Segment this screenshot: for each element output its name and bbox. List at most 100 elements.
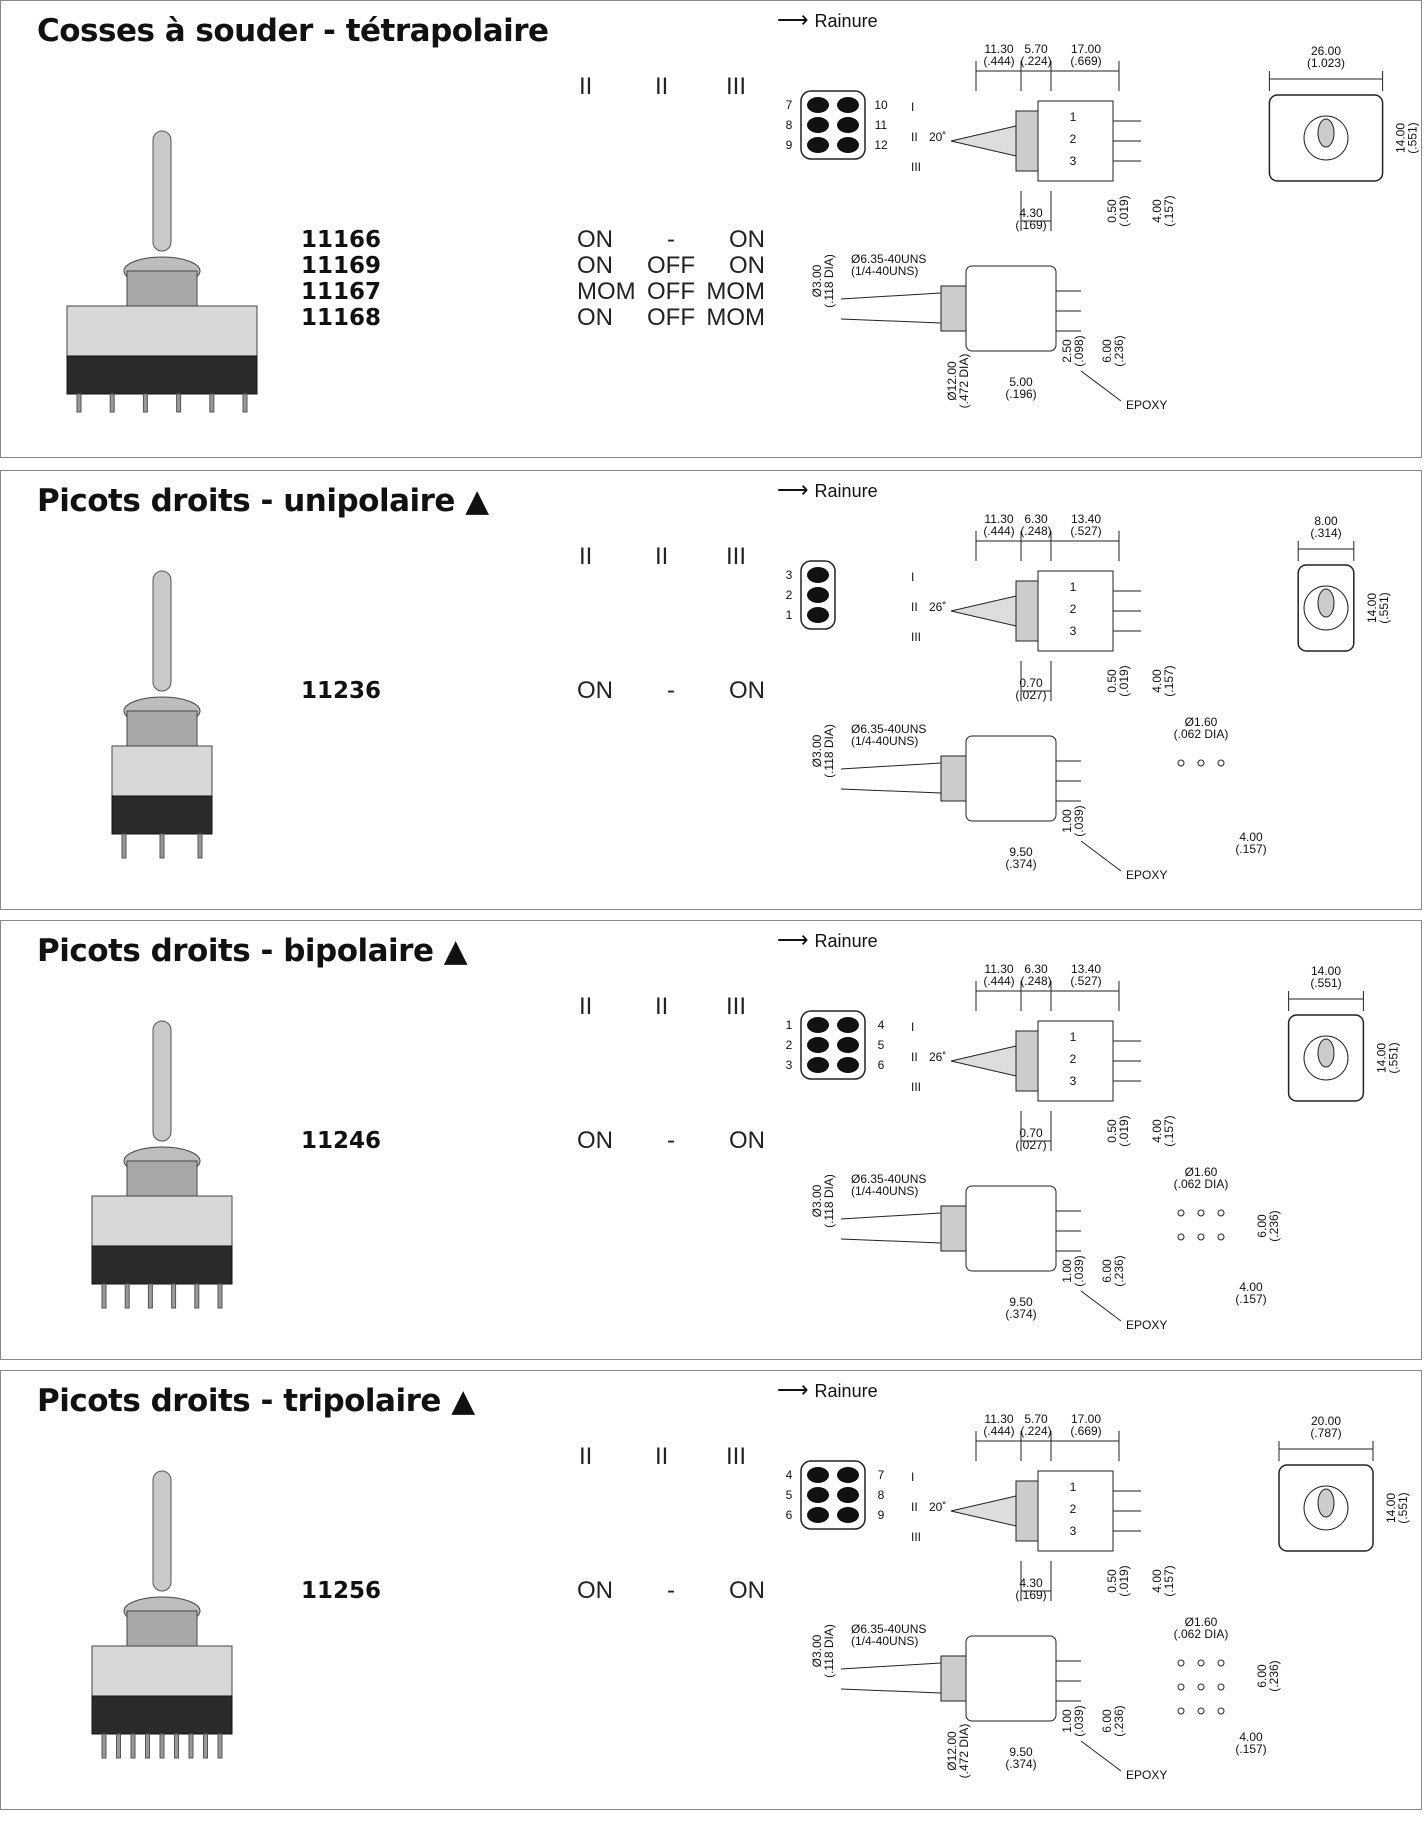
nut-outline — [1015, 1030, 1039, 1092]
dim-pitch-mm: 4.00 — [1239, 1730, 1263, 1744]
dim-line — [840, 1238, 942, 1244]
dim-hole-mm: Ø1.60 — [1185, 1615, 1218, 1629]
dim-p2-inch: (.157) — [1162, 1565, 1176, 1596]
front-bushing — [1303, 1485, 1349, 1531]
dim-d1-inch: (.027) — [1015, 688, 1046, 702]
epoxy-label: EPOXY — [1126, 1318, 1167, 1332]
dim-hole-group: Ø1.60(.062 DIA) — [1174, 715, 1229, 741]
dim-d1-group: 0.70(.027) — [1015, 1126, 1046, 1152]
dim-p2-group: 4.00(.157) — [1150, 1115, 1176, 1146]
dim-d1-group: 4.30(.169) — [1015, 206, 1046, 232]
position-label: II — [911, 1050, 918, 1064]
position-header-2: II — [655, 1443, 669, 1470]
thread-inch: (1/4-40UNS) — [851, 1184, 918, 1198]
pin-block — [800, 90, 866, 160]
dim-s3-group: 9.50(.374) — [1005, 845, 1036, 871]
dim-a-inch: (.444) — [983, 524, 1014, 538]
dim-p2-mm: 4.00 — [1150, 199, 1164, 223]
pole-number: 1 — [1070, 1030, 1077, 1044]
dim-s1-group: 2.50(.098) — [1060, 335, 1086, 366]
pin-number: 1 — [786, 608, 793, 622]
position-label: II — [911, 1500, 918, 1514]
pin — [101, 1283, 107, 1309]
position-label: I — [911, 1020, 914, 1034]
dim-s3-inch: (.196) — [1005, 387, 1036, 401]
pin — [101, 1733, 107, 1759]
pin — [109, 393, 115, 413]
dim-w-mm: 14.00 — [1311, 964, 1341, 978]
dim-p2-inch: (.157) — [1162, 195, 1176, 226]
dim-s2-mm: 6.00 — [1100, 339, 1114, 363]
dim-a-inch: (.444) — [983, 1424, 1014, 1438]
angle-label: 20˚ — [929, 130, 946, 144]
bushing — [126, 1160, 198, 1202]
position-header-2: II — [655, 543, 669, 570]
bottom-view: Ø3.00(.118 DIA)Ø6.35-40UNS(1/4-40UNS)1.0… — [810, 1172, 1167, 1332]
dim-a-group: 11.30(.444) — [983, 1412, 1014, 1438]
dim-dia-inch: (.118 DIA) — [822, 1174, 836, 1228]
function-value: - — [667, 1127, 675, 1154]
dim-d1-inch: (.169) — [1015, 1588, 1046, 1602]
dim-body-inch: (.472 DIA) — [957, 1724, 971, 1779]
pin — [197, 833, 203, 859]
pin — [121, 833, 127, 859]
position-label: III — [911, 1530, 921, 1544]
dim-p2-inch: (.157) — [1162, 665, 1176, 696]
bushing — [126, 1610, 198, 1652]
dim-h-group: 14.00(.551) — [1384, 1492, 1410, 1523]
pin-contact — [807, 1057, 829, 1073]
lever-outline — [950, 1495, 1017, 1527]
bottom-view: Ø3.00(.118 DIA)Ø6.35-40UNS(1/4-40UNS)1.0… — [810, 722, 1167, 882]
dim-pitch-mm: 4.00 — [1239, 1280, 1263, 1294]
position-label: II — [911, 600, 918, 614]
lever — [152, 570, 172, 692]
part-number: 11256 — [301, 1578, 382, 1604]
pin — [159, 1733, 165, 1759]
toggle-switch-photo — [111, 570, 213, 859]
dim-hole-group: Ø1.60(.062 DIA) — [1174, 1165, 1229, 1191]
hole — [1217, 1233, 1225, 1241]
bottom-body — [965, 265, 1057, 352]
pin-contact — [807, 1017, 829, 1033]
function-value: ON — [577, 304, 613, 331]
pin — [124, 1283, 130, 1309]
dim-c-group: 17.00(.669) — [1070, 42, 1101, 68]
dim-pitch-group: 4.00(.157) — [1235, 1730, 1266, 1756]
pin — [188, 1733, 194, 1759]
function-value: ON — [729, 677, 765, 704]
pin — [203, 1733, 208, 1759]
dim-c-inch: (.669) — [1070, 1424, 1101, 1438]
pin-contact — [807, 117, 829, 133]
function-value: - — [667, 677, 675, 704]
pin-number: 6 — [786, 1508, 793, 1522]
function-value: ON — [729, 226, 765, 253]
dim-c-group: 13.40(.527) — [1070, 962, 1101, 988]
dim-s1-mm: 1.00 — [1060, 1709, 1074, 1733]
nut-outline — [1015, 110, 1039, 172]
pin-contact — [837, 97, 859, 113]
dim-p1-inch: (.019) — [1117, 195, 1131, 226]
epoxy-leader — [1080, 840, 1122, 872]
dim-dia-mm: Ø3.00 — [810, 264, 824, 297]
dim-pitch-group: 4.00(.157) — [1235, 830, 1266, 856]
dim-pitch2-mm: 6.00 — [1255, 1664, 1269, 1688]
epoxy-leader — [1080, 1740, 1122, 1772]
bottom-nut — [940, 755, 967, 802]
dim-d1-mm: 0.70 — [1019, 676, 1043, 690]
dim-line — [840, 1212, 942, 1220]
position-header-1: II — [579, 1443, 593, 1470]
pin-number: 9 — [786, 138, 793, 152]
dim-s1-mm: 1.00 — [1060, 1259, 1074, 1283]
pin-number: 3 — [786, 1058, 793, 1072]
dim-b-mm: 6.30 — [1024, 512, 1048, 526]
toggle-switch-photo — [66, 130, 258, 413]
pin-contact — [807, 137, 829, 153]
pin-contact — [807, 587, 829, 603]
dim-dia-group: Ø3.00(.118 DIA) — [810, 1174, 836, 1228]
dim-s1-group: 1.00(.039) — [1060, 1705, 1086, 1736]
position-label: III — [911, 1080, 921, 1094]
dim-d1-mm: 0.70 — [1019, 1126, 1043, 1140]
